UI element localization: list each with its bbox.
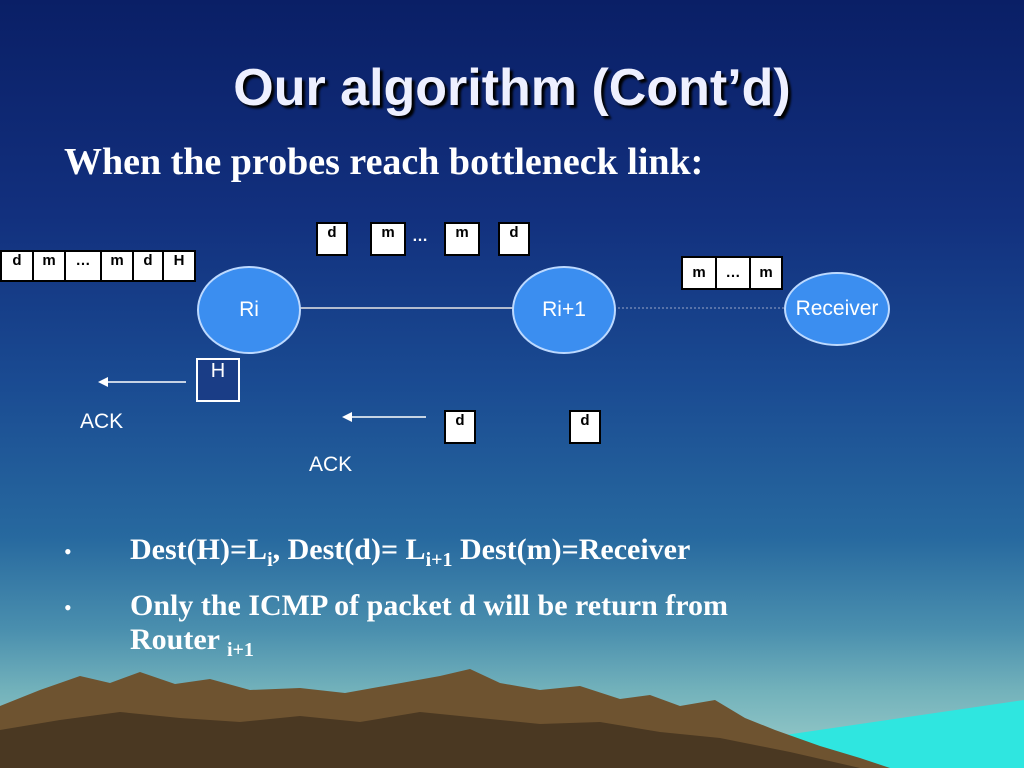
router-ri1-node: Ri+1 [512, 266, 616, 354]
packet-cell: m [683, 258, 717, 288]
bullet-text: Dest(H)=L [130, 533, 268, 566]
bullet-text-line2: Router i+1 [130, 623, 728, 662]
packet-cell: … [717, 258, 751, 288]
mountain-shadow-shape [0, 712, 860, 768]
ack-label-left: ACK [80, 410, 124, 433]
top-packet-d: d [498, 222, 530, 256]
page-title: Our algorithm (Cont’d) [233, 59, 791, 117]
bullet-text: Only the ICMP of packet d will be return… [130, 589, 729, 622]
bullet-marker: • [64, 595, 72, 620]
packet-cell: m [102, 252, 134, 280]
right-packet-sequence: m … m [681, 256, 783, 290]
ack-arrowhead-center [342, 412, 352, 422]
router-ri-node: Ri [197, 266, 301, 354]
bullet-dest: Dest(H)=Li, Dest(d)= Li+1 Dest(m)=Receiv… [130, 533, 690, 572]
bullet-icmp: Only the ICMP of packet d will be return… [130, 589, 728, 662]
top-packet-m: m [370, 222, 406, 256]
packet-cell: m [34, 252, 66, 280]
receiver-node: Receiver [784, 272, 890, 346]
bullet-text: , Dest(d)= L [272, 533, 426, 566]
bullet-text: Router [130, 623, 227, 656]
packet-cell: d [2, 252, 34, 280]
ack-arrowhead-left [98, 377, 108, 387]
forwarded-d-packet: d [569, 410, 601, 444]
ack-label-center: ACK [309, 453, 353, 476]
top-packet-m: m [444, 222, 480, 256]
packet-cell: H [173, 252, 185, 269]
bullet-text: Dest(m)=Receiver [452, 533, 691, 566]
h-packet-box: H [196, 358, 240, 402]
subscript: i+1 [226, 639, 254, 661]
packet-cell: m [759, 264, 773, 281]
left-packet-sequence: d m … m d H [0, 250, 196, 282]
packet-cell: d [134, 252, 164, 280]
subtitle: When the probes reach bottleneck link: [64, 141, 704, 183]
top-packet-d: d [316, 222, 348, 256]
packet-cell: … [66, 252, 102, 280]
top-packet-ellipsis: … [412, 228, 428, 245]
subscript: i+1 [425, 549, 453, 571]
subscript: i [267, 549, 273, 571]
returned-d-packet: d [444, 410, 476, 444]
bullet-marker: • [64, 539, 72, 564]
